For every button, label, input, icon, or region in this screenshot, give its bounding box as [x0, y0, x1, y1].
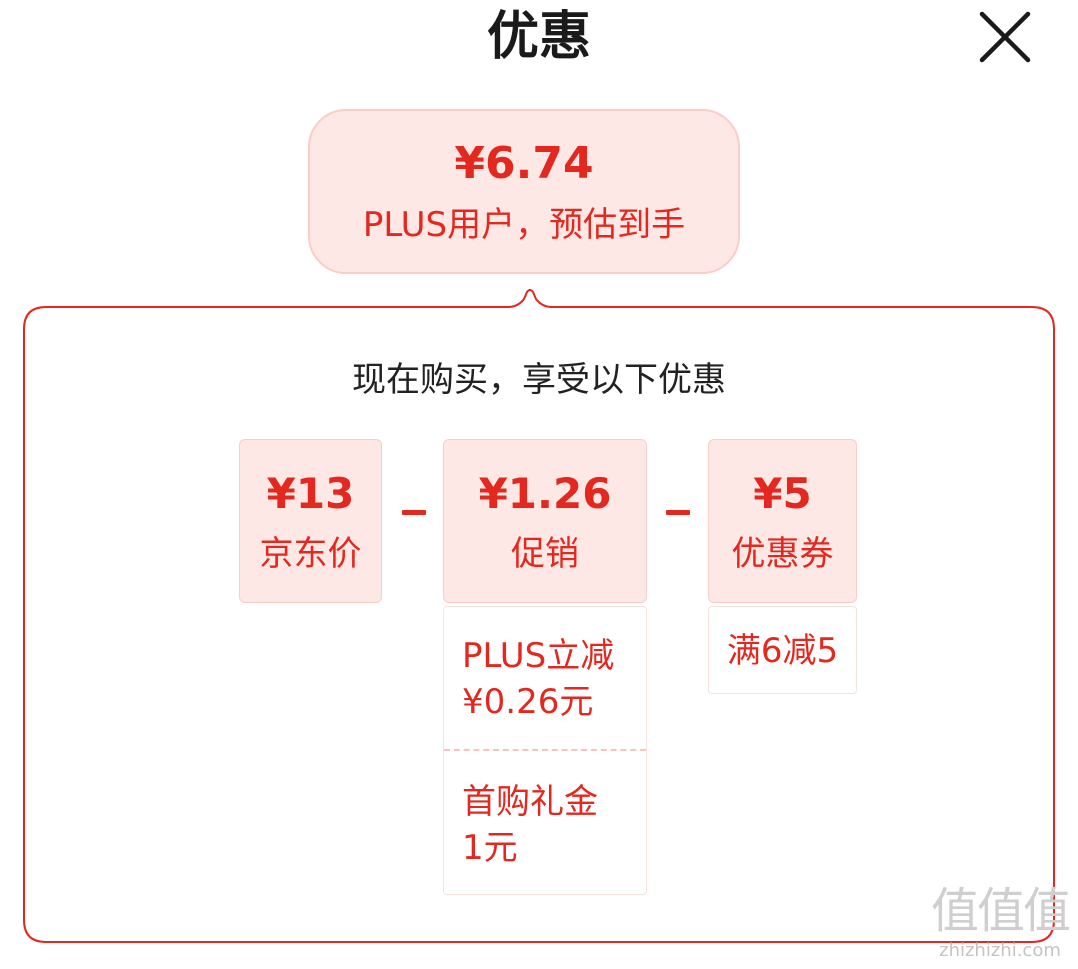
minus-sign — [402, 510, 426, 515]
close-icon — [979, 11, 1031, 63]
promotion-detail-first-purchase-amount: 1元 — [462, 828, 518, 868]
dashed-divider — [444, 749, 646, 751]
watermark-url: zhizhizhi.com — [939, 940, 1061, 961]
coupon-value: ¥5 — [753, 469, 812, 518]
watermark: 值值值 zhizhizhi.com — [927, 882, 1073, 966]
minus-sign — [666, 510, 690, 515]
estimated-price-note: PLUS用户，预估到手 — [362, 205, 686, 245]
promotion-details: PLUS立减 ¥0.26元 首购礼金 1元 — [443, 606, 647, 895]
watermark-logo: 值值值 — [930, 883, 1071, 939]
promotion-detail-plus-amount: ¥0.26元 — [462, 682, 594, 722]
promotion-detail-plus-title: PLUS立减 — [462, 636, 615, 676]
promotion-detail-plus: PLUS立减 ¥0.26元 — [462, 633, 646, 725]
jd-price-label: 京东价 — [259, 534, 362, 574]
coupon-detail-threshold: 满6减5 — [726, 631, 839, 671]
jd-price-card: ¥13 京东价 — [239, 439, 382, 603]
panel-heading: 现在购买，享受以下优惠 — [352, 360, 726, 400]
estimated-price-bubble: ¥6.74 PLUS用户，预估到手 — [308, 109, 740, 274]
jd-price-value: ¥13 — [266, 469, 355, 518]
promotion-detail-first-purchase: 首购礼金 1元 — [462, 779, 646, 871]
coupon-details: 满6减5 — [708, 606, 857, 694]
page-title: 优惠 — [486, 7, 591, 67]
promotion-label: 促销 — [511, 534, 579, 574]
estimated-price: ¥6.74 — [454, 138, 594, 189]
coupon-label: 优惠券 — [731, 534, 834, 574]
promotion-card: ¥1.26 促销 — [443, 439, 647, 603]
promotion-value: ¥1.26 — [478, 469, 612, 518]
promotion-detail-first-purchase-title: 首购礼金 — [462, 782, 598, 822]
coupon-card: ¥5 优惠券 — [708, 439, 857, 603]
close-button[interactable] — [978, 10, 1032, 64]
